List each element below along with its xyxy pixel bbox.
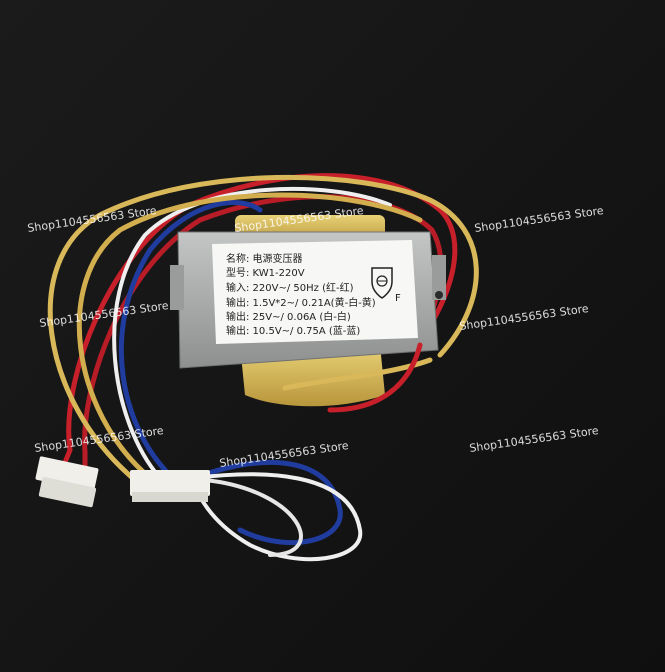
yellow-wire (76, 192, 423, 481)
label-line-input: 输入: 220V~/ 50Hz (红-红) (226, 281, 354, 294)
wires-front (59, 342, 433, 562)
yellow-wire (47, 174, 479, 483)
spec-label (212, 240, 418, 344)
blue-wire (187, 459, 343, 546)
label-line-output-3: 输出: 10.5V~/ 0.75A (蓝-蓝) (226, 324, 360, 337)
white-wire (112, 186, 392, 480)
connector-left (35, 456, 99, 508)
mounting-ear-right (432, 255, 446, 300)
mount-hole (435, 291, 443, 299)
mounting-ear-left (170, 265, 184, 310)
transformer: F 名称: 电源变压器 型号: KW1-220V 输入: 220V~/ 50Hz… (170, 215, 446, 407)
label-line-model: 型号: KW1-220V (226, 266, 305, 279)
connector-right (130, 470, 210, 502)
label-line-output-1: 输出: 1.5V*2~/ 0.21A(黄-白-黄) (226, 296, 376, 309)
wires-back (47, 173, 479, 483)
label-line-output-2: 输出: 25V~/ 0.06A (白-白) (226, 310, 351, 323)
white-wire (203, 478, 303, 557)
label-line-name: 名称: 电源变压器 (226, 252, 303, 265)
white-wire (193, 472, 363, 562)
red-wire (327, 342, 423, 413)
cert-mark-icon: F (371, 267, 401, 304)
cert-mark-letter: F (395, 293, 401, 304)
blue-wire (118, 200, 263, 483)
